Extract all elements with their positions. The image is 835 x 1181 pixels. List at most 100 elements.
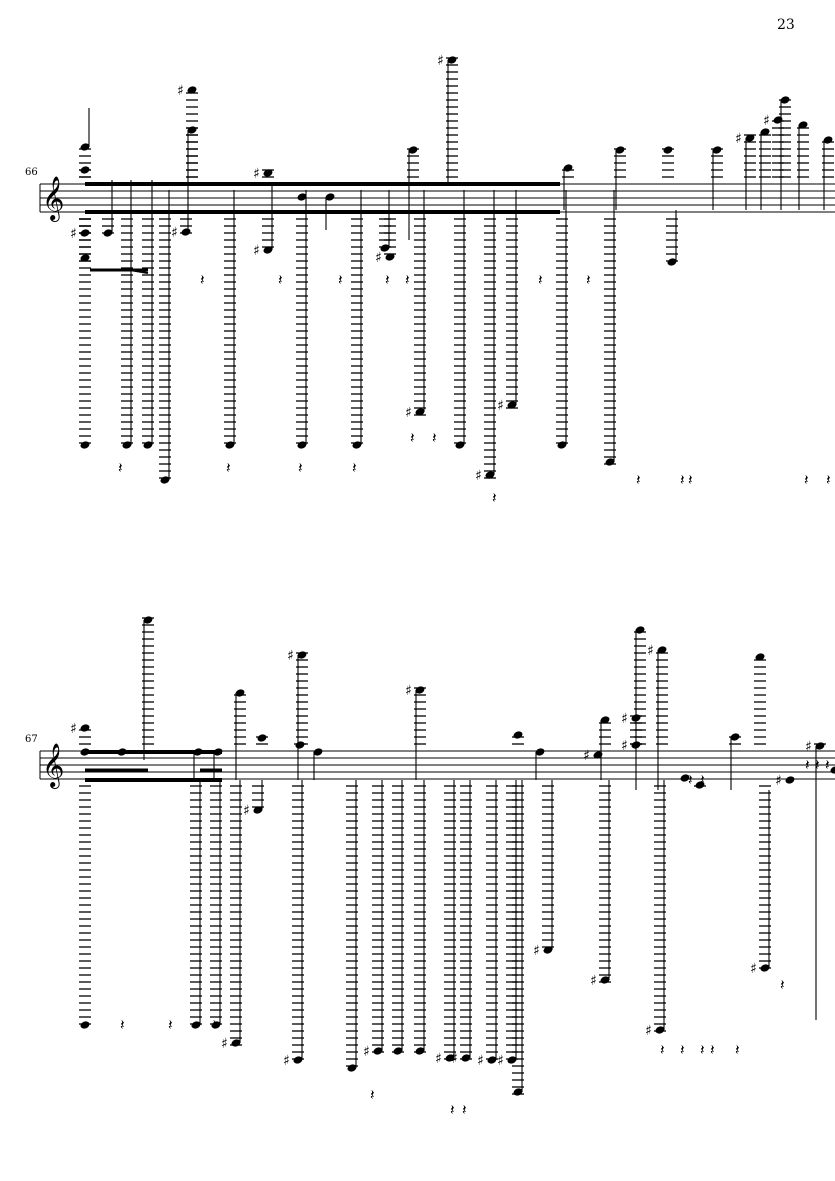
quarter-rest-icon: 𝄽 <box>826 471 831 489</box>
note <box>599 716 611 780</box>
note <box>407 146 419 240</box>
quarter-rest-icon: 𝄽 <box>825 756 830 774</box>
notehead <box>187 126 197 134</box>
notehead <box>211 1021 221 1029</box>
note: ♯ <box>221 780 242 1052</box>
sharp-icon: ♯ <box>533 943 540 959</box>
notehead <box>513 731 523 739</box>
measure-number-67: 67 <box>25 734 38 745</box>
note <box>224 190 236 449</box>
note <box>102 180 114 237</box>
note <box>729 733 741 790</box>
note <box>121 180 133 449</box>
note: ♯ <box>621 738 642 754</box>
note <box>379 190 391 252</box>
notehead <box>380 244 390 252</box>
notehead <box>231 1039 241 1047</box>
notehead <box>755 653 765 661</box>
notehead <box>535 748 545 756</box>
notehead <box>347 1064 357 1072</box>
quarter-rest-icon: 𝄽 <box>168 1016 173 1034</box>
notehead <box>823 136 833 144</box>
note <box>142 616 154 760</box>
note <box>680 774 690 782</box>
note: ♯ <box>70 218 91 242</box>
quarter-rest-icon: 𝄽 <box>370 1086 375 1104</box>
note <box>159 190 171 484</box>
staff-system: 𝄞♯♯♯♯♯♯♯♯♯♯♯♯𝄽𝄽𝄽𝄽𝄽𝄽𝄽𝄽𝄽𝄽𝄽𝄽𝄽𝄽𝄽𝄽𝄽𝄽𝄽 <box>39 53 835 507</box>
note: ♯ <box>750 785 771 977</box>
quarter-rest-icon: 𝄽 <box>118 459 123 477</box>
sharp-icon: ♯ <box>621 711 628 727</box>
sharp-icon: ♯ <box>805 739 812 755</box>
quarter-rest-icon: 𝄽 <box>700 771 705 789</box>
note: ♯ <box>805 739 826 1020</box>
note <box>662 146 674 178</box>
sharp-icon: ♯ <box>435 1051 442 1067</box>
quarter-rest-icon: 𝄽 <box>710 1041 715 1059</box>
notehead <box>663 146 673 154</box>
quarter-rest-icon: 𝄽 <box>352 459 357 477</box>
note: ♯ <box>70 721 91 745</box>
note <box>294 741 306 749</box>
quarter-rest-icon: 𝄽 <box>660 1041 665 1059</box>
notehead <box>325 193 335 201</box>
notehead <box>593 751 603 759</box>
notehead <box>187 86 197 94</box>
note <box>351 190 363 449</box>
note <box>604 190 616 466</box>
sharp-icon: ♯ <box>645 1023 652 1039</box>
sharp-icon: ♯ <box>497 398 504 414</box>
notehead <box>655 1026 665 1034</box>
quarter-rest-icon: 𝄽 <box>586 271 591 289</box>
quarter-rest-icon: 𝄽 <box>450 1101 455 1119</box>
quarter-rest-icon: 𝄽 <box>385 271 390 289</box>
notehead <box>393 1047 403 1055</box>
note: ♯ <box>475 190 496 484</box>
note: ♯ <box>171 218 192 241</box>
notehead <box>445 1054 455 1062</box>
note <box>614 146 626 210</box>
quarter-rest-icon: 𝄽 <box>780 976 785 994</box>
notehead <box>487 1056 497 1064</box>
sharp-icon: ♯ <box>287 648 294 664</box>
notehead <box>455 441 465 449</box>
quarter-rest-icon: 𝄽 <box>804 471 809 489</box>
note <box>296 190 308 449</box>
notehead <box>103 229 113 237</box>
notehead <box>295 741 305 749</box>
note <box>562 164 574 210</box>
note: ♯ <box>283 780 304 1069</box>
notehead <box>263 169 273 177</box>
note <box>512 780 524 1096</box>
notehead <box>760 128 770 136</box>
sharp-icon: ♯ <box>375 250 382 266</box>
note <box>79 166 91 178</box>
notehead <box>293 1056 303 1064</box>
notehead <box>80 1021 90 1029</box>
notehead <box>563 164 573 172</box>
sharp-icon: ♯ <box>451 1051 458 1067</box>
notehead <box>408 146 418 154</box>
notehead <box>352 441 362 449</box>
note <box>535 748 545 780</box>
note: ♯ <box>253 185 274 259</box>
notehead <box>191 1021 201 1029</box>
note <box>454 190 466 449</box>
note: ♯ <box>253 166 274 182</box>
notehead <box>297 651 307 659</box>
note <box>313 748 323 780</box>
sharp-icon: ♯ <box>253 166 260 182</box>
treble-clef-icon: 𝄞 <box>42 176 64 222</box>
notehead <box>635 626 645 634</box>
notehead <box>615 146 625 154</box>
note <box>142 180 154 449</box>
note <box>830 766 835 774</box>
sharp-icon: ♯ <box>171 225 178 241</box>
note <box>392 780 404 1055</box>
sharp-icon: ♯ <box>70 226 77 242</box>
note <box>666 210 678 266</box>
sharp-icon: ♯ <box>243 803 250 819</box>
note: ♯ <box>451 780 472 1067</box>
note <box>79 218 91 449</box>
